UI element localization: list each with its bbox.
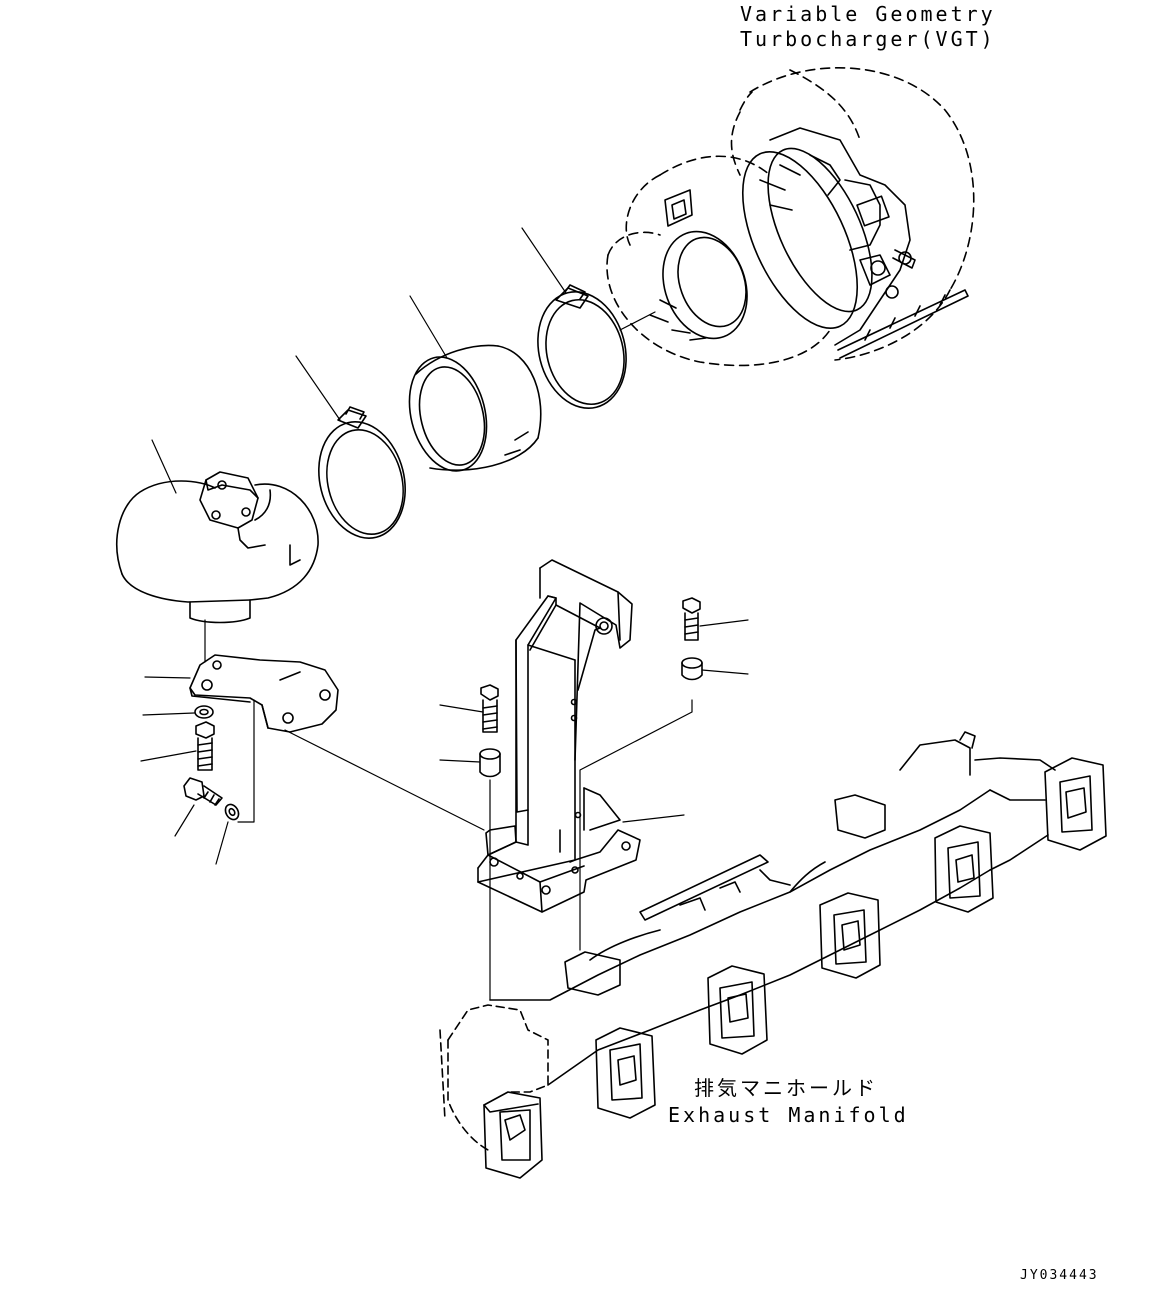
sleeve bbox=[408, 295, 542, 472]
leader-line-bracket bbox=[144, 676, 191, 679]
leader-line-lower-clamp bbox=[295, 355, 341, 421]
upper-clamp bbox=[521, 227, 656, 409]
bolt-icon bbox=[439, 684, 499, 733]
exhaust-elbow-icon bbox=[116, 439, 319, 663]
leader-line-bolt-right bbox=[699, 619, 749, 627]
vgt-label-line2: Turbocharger(VGT) bbox=[740, 27, 996, 51]
manifold-label-jp: 排気マニホールド bbox=[694, 1076, 878, 1100]
leader-line-upper-clamp bbox=[521, 227, 567, 294]
leader-line-spring-washer bbox=[215, 821, 229, 865]
turbocharger-icon bbox=[606, 67, 975, 367]
leader-line-sleeve bbox=[409, 295, 448, 359]
leader-line-elbow bbox=[151, 439, 177, 494]
manifold-label-en: Exhaust Manifold bbox=[668, 1103, 909, 1127]
leader-line-bolt bbox=[140, 750, 197, 762]
manifold-icon bbox=[439, 731, 1107, 1179]
leader-line-washer bbox=[142, 712, 195, 716]
lock-washer-icon bbox=[215, 803, 240, 865]
leader-line-bolt-left bbox=[439, 704, 484, 713]
vgt-label-line1: Variable Geometry bbox=[740, 2, 996, 26]
bolt-icon bbox=[682, 597, 749, 641]
stud-icon bbox=[174, 777, 223, 837]
leader-line-spacer-right bbox=[701, 669, 749, 675]
drawing-id: JY034443 bbox=[1020, 1268, 1099, 1283]
washer-icon bbox=[142, 705, 214, 719]
bracket-icon bbox=[144, 654, 339, 733]
leader-line-spacer-left bbox=[439, 759, 481, 763]
assembly-lines bbox=[237, 699, 485, 831]
spacer-icon bbox=[439, 748, 501, 1001]
bolt-icon bbox=[140, 721, 215, 771]
leader-line-stud bbox=[174, 804, 195, 837]
leader-line-support bbox=[622, 814, 685, 823]
support-stand-icon bbox=[477, 559, 685, 913]
lower-clamp bbox=[295, 355, 406, 539]
spacer-icon bbox=[579, 657, 749, 951]
